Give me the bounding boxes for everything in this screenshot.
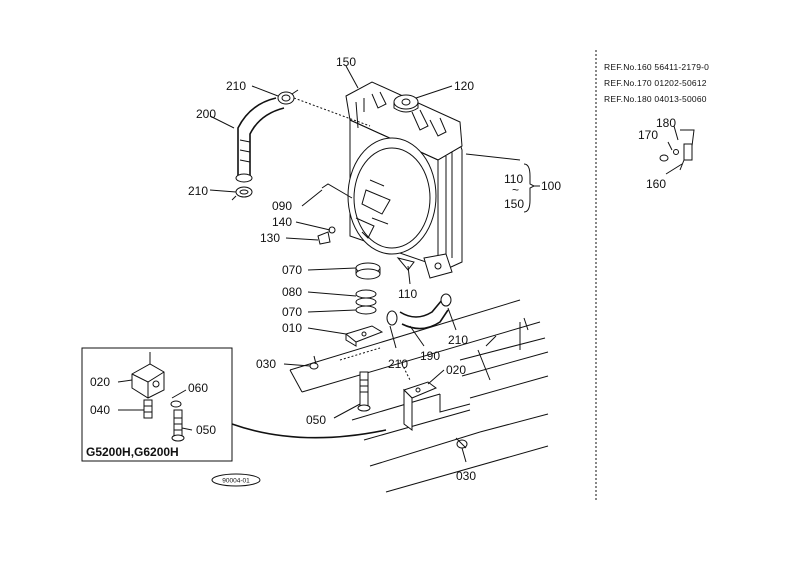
callout-080: 080 [282,285,302,299]
figure-code-badge [211,473,261,487]
callout-210-bottom: 210 [448,333,468,347]
bolt-030-a [309,355,319,370]
callout-070-b: 070 [282,305,302,319]
callout-110-right: 110 [504,172,523,186]
radiator [345,81,463,279]
cushion-stack [355,262,381,315]
callout-030-a: 030 [256,357,276,371]
inset-model-label: G5200H,G6200H [86,445,179,459]
hose-clamp-top [277,89,299,105]
callout-210-top: 210 [226,79,246,93]
radiator-cap [393,94,419,113]
inset-box [81,347,233,462]
callout-020-main: 020 [446,363,466,377]
callout-140: 140 [272,215,292,229]
callout-120: 120 [454,79,474,93]
callout-210-mid: 210 [188,184,208,198]
callout-tilde: ~ [512,183,519,197]
ref-line-180: REF.No.180 04013-50060 [604,94,707,104]
callout-100: 100 [541,179,561,193]
ref-detail-drawing [659,125,695,175]
ref-callout-170: 170 [638,128,658,142]
harness-line [231,423,387,439]
inset-callout-040: 040 [90,403,110,417]
callout-130: 130 [260,231,280,245]
bracket-020 [403,381,437,431]
figure-code: 90004-01 [222,478,250,485]
callout-090: 090 [272,199,292,213]
callout-010: 010 [282,321,302,335]
callout-150-top: 150 [336,55,356,69]
bracket-010 [344,325,384,347]
bolt-050 [357,371,371,412]
callout-050-main: 050 [306,413,326,427]
inset-callout-060: 060 [188,381,208,395]
upper-hose [235,97,285,183]
inset-callout-020: 020 [90,375,110,389]
hose-clamp-mid [231,186,253,201]
ref-line-160: REF.No.160 56411-2179-0 [604,62,709,72]
drain-parts [317,183,353,245]
frame [289,299,549,493]
ref-callout-180: 180 [656,116,676,130]
callout-190: 190 [420,349,440,363]
callout-030-b: 030 [456,469,476,483]
ref-callout-160: 160 [646,177,666,191]
callout-110-bottom: 110 [398,287,417,301]
lower-hose [386,293,452,330]
callout-070-a: 070 [282,263,302,277]
bolt-030-b [455,437,468,449]
callout-150-right: 150 [504,197,524,211]
inset-callout-050: 050 [196,423,216,437]
callout-210-lower: 210 [388,357,408,371]
ref-line-170: REF.No.170 01202-50612 [604,78,707,88]
callout-200: 200 [196,107,216,121]
leader-lines [209,65,540,463]
